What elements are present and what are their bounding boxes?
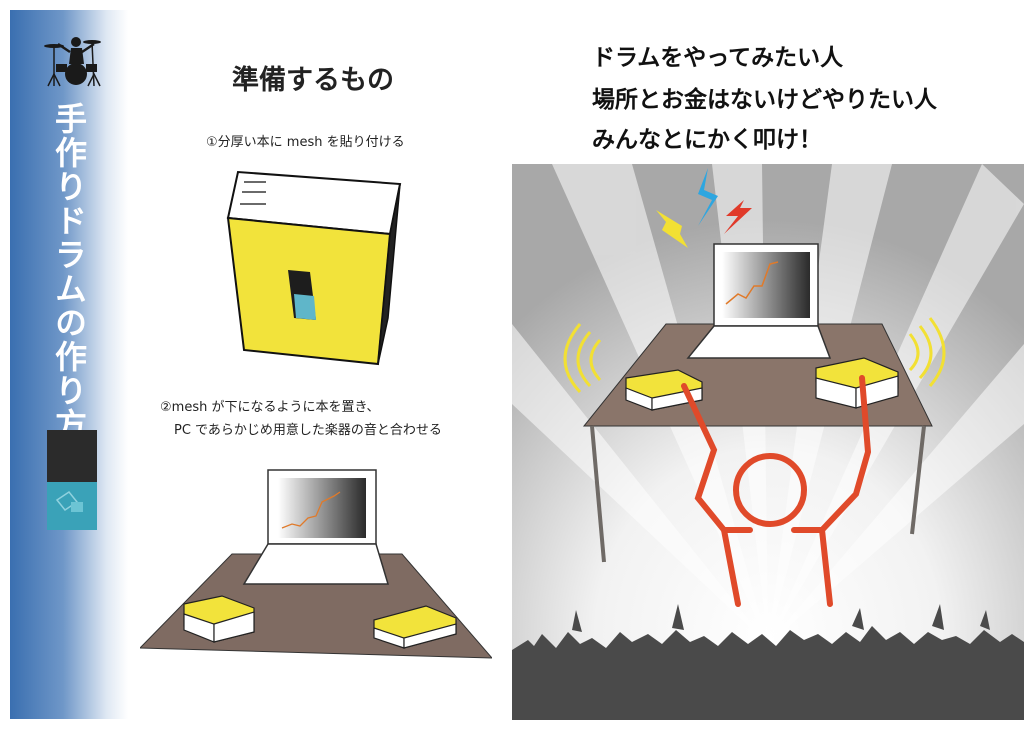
laptop-on-table-illustration: [140, 469, 492, 659]
headline-line-1: ドラムをやってみたい人: [592, 45, 844, 71]
headline-line-2: 場所とお金はないけどやりたい人: [592, 87, 937, 113]
book-with-mesh-illustration: [226, 170, 402, 366]
blue-lightning-icon: [698, 168, 718, 226]
page-title: 準備するもの: [232, 65, 394, 96]
vertical-title: 手作りドラムの作り方: [50, 102, 88, 442]
mesh-on-book-icon: [47, 430, 97, 530]
concert-stage-illustration: [512, 164, 1024, 720]
step-2-text-line-2: PC であらかじめ用意した楽器の音と合わせる: [174, 423, 442, 438]
drummer-silhouette-icon: [44, 37, 101, 87]
step-1-text: ①分厚い本に mesh を貼り付ける: [206, 135, 405, 150]
yellow-lightning-icon: [656, 210, 688, 248]
headline-line-3: みんなとにかく叩け！: [592, 127, 822, 153]
step-2-text-line-1: ②mesh が下になるように本を置き、: [160, 400, 380, 415]
crowd-silhouette: [512, 604, 1024, 720]
red-lightning-icon: [724, 200, 752, 234]
sidebar: 手作りドラムの作り方: [10, 10, 128, 719]
